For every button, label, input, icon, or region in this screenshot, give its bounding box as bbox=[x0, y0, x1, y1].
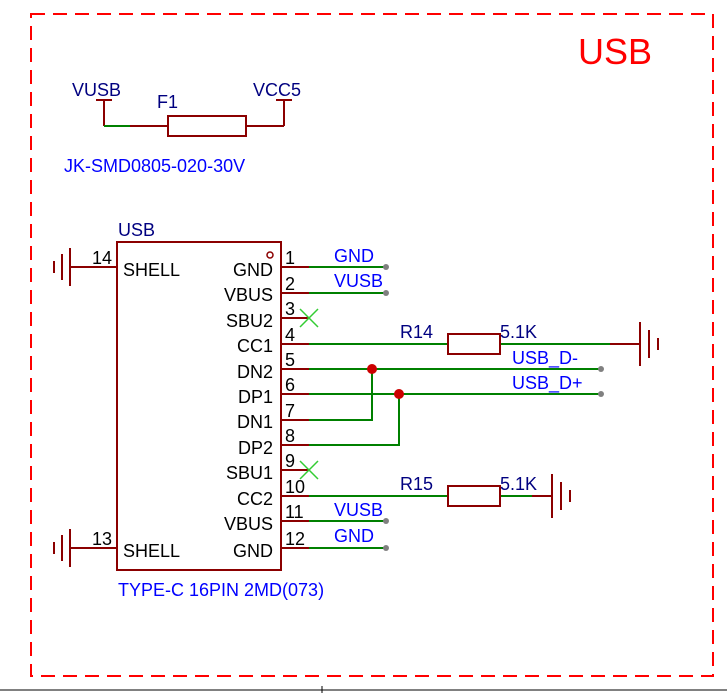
connector-designator: USB bbox=[118, 220, 155, 240]
pin-name-gnd-1: GND bbox=[233, 260, 273, 280]
pin-name-vbus-2: VBUS bbox=[224, 285, 273, 305]
pin-number-3: 3 bbox=[285, 299, 295, 319]
pin-number-11: 11 bbox=[285, 502, 304, 522]
ground-symbol-r15 bbox=[532, 474, 571, 518]
ground-symbol-r14 bbox=[610, 322, 659, 366]
connector-part-number: TYPE-C 16PIN 2MD(073) bbox=[118, 580, 324, 600]
right-pin-stubs bbox=[281, 266, 309, 549]
net-endpoints bbox=[383, 264, 604, 551]
resistor-r14 bbox=[447, 333, 501, 355]
pin-number-8: 8 bbox=[285, 426, 295, 446]
pin-number-6: 6 bbox=[285, 375, 295, 395]
net-label-vusb-bottom: VUSB bbox=[334, 500, 383, 520]
net-label-vusb-top: VUSB bbox=[334, 271, 383, 291]
net-label-usb-dminus: USB_D- bbox=[512, 348, 578, 369]
pin-number-2: 2 bbox=[285, 274, 295, 294]
pin-number-9: 9 bbox=[285, 451, 295, 471]
pin-number-12: 12 bbox=[285, 529, 305, 549]
fuse-net-right: VCC5 bbox=[253, 80, 301, 100]
pin-name-dn1: DN1 bbox=[237, 412, 273, 432]
r15-value: 5.1K bbox=[500, 474, 537, 494]
pin-name-sbu1: SBU1 bbox=[226, 463, 273, 483]
pin-number-10: 10 bbox=[285, 477, 305, 497]
pin-number-14: 14 bbox=[92, 248, 112, 268]
pin-number-13: 13 bbox=[92, 529, 112, 549]
junction-dminus bbox=[367, 364, 377, 374]
net-label-gnd-top: GND bbox=[334, 246, 374, 266]
resistor-r15 bbox=[447, 485, 501, 507]
pin-name-dn2: DN2 bbox=[237, 362, 273, 382]
r14-designator: R14 bbox=[400, 322, 433, 342]
no-connect-sbu1 bbox=[299, 460, 319, 480]
pin-name-dp2: DP2 bbox=[238, 438, 273, 458]
pin1-marker bbox=[266, 251, 274, 259]
shell-pin-13 bbox=[53, 529, 117, 567]
pin-number-4: 4 bbox=[285, 325, 295, 345]
fuse-designator: F1 bbox=[157, 92, 178, 112]
fuse-part-number: JK-SMD0805-020-30V bbox=[64, 156, 245, 176]
pin-name-cc2: CC2 bbox=[237, 489, 273, 509]
net-label-gnd-bottom: GND bbox=[334, 526, 374, 546]
connector-body bbox=[116, 241, 282, 571]
r15-designator: R15 bbox=[400, 474, 433, 494]
pin-name-vbus-11: VBUS bbox=[224, 514, 273, 534]
no-connect-sbu2 bbox=[299, 308, 319, 328]
fuse-f1 bbox=[96, 99, 292, 137]
section-title: USB bbox=[578, 31, 652, 72]
pin-name-gnd-12: GND bbox=[233, 541, 273, 561]
r14-value: 5.1K bbox=[500, 322, 537, 342]
pin-name-cc1: CC1 bbox=[237, 336, 273, 356]
pin-name-dp1: DP1 bbox=[238, 387, 273, 407]
pin-name-shell-14: SHELL bbox=[123, 260, 180, 280]
junction-dplus bbox=[394, 389, 404, 399]
pin-name-shell-13: SHELL bbox=[123, 541, 180, 561]
pin-number-5: 5 bbox=[285, 350, 295, 370]
pin-number-1: 1 bbox=[285, 248, 295, 268]
fuse-net-left: VUSB bbox=[72, 80, 121, 100]
net-label-usb-dplus: USB_D+ bbox=[512, 373, 583, 394]
pin-number-7: 7 bbox=[285, 401, 295, 421]
wires bbox=[309, 266, 610, 549]
shell-pin-14 bbox=[53, 248, 117, 286]
pin-name-sbu2: SBU2 bbox=[226, 311, 273, 331]
section-border bbox=[30, 13, 714, 677]
